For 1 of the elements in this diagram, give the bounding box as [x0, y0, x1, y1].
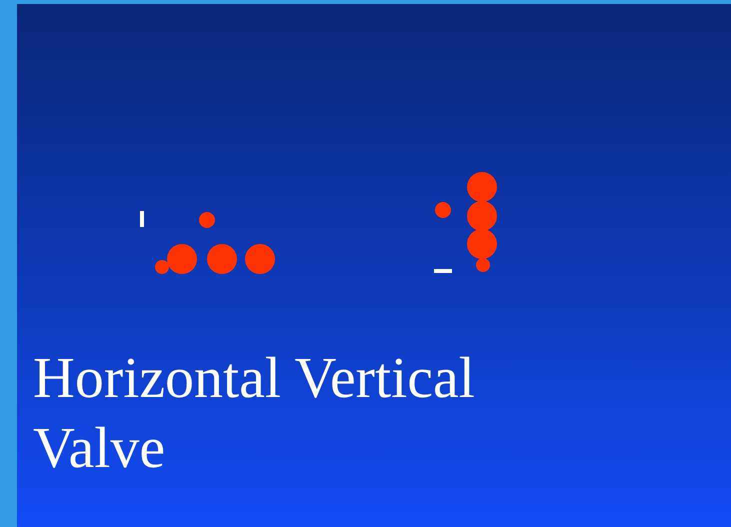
slide-text: Horizontal Vertical Valve	[33, 344, 476, 482]
